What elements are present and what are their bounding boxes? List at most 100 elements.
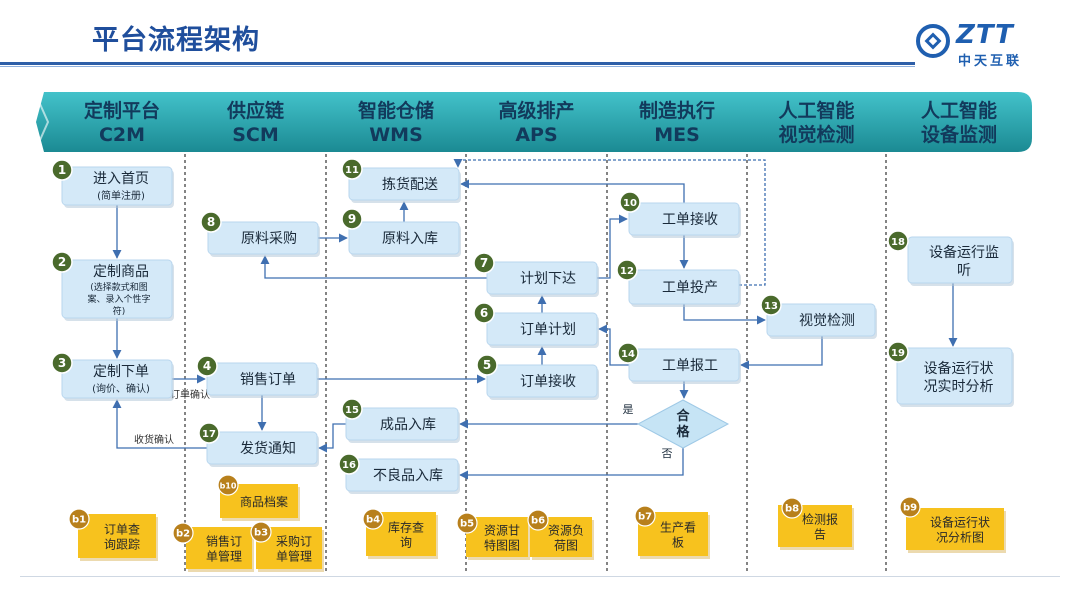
process-step-3[interactable]: 定制下单(询价、确认)3 — [51, 352, 174, 401]
step-label: 原料采购 — [241, 231, 297, 247]
step-box — [206, 362, 318, 396]
lane-subtitle: 视觉检测 — [778, 123, 854, 146]
note-label: 单管理 — [206, 549, 242, 564]
step-number-badge — [619, 191, 641, 213]
note-label: 板 — [672, 536, 684, 550]
note-label: 设备运行状 — [930, 516, 990, 530]
step-number: 15 — [345, 405, 359, 416]
footer-divider — [20, 576, 1060, 577]
edge-13-14 — [740, 336, 823, 370]
decision-label: 格 — [676, 424, 690, 440]
step-label: 计划下达 — [520, 271, 576, 287]
step-label: 发货通知 — [240, 440, 296, 457]
edge-decision-16 — [459, 448, 684, 480]
note-label: 生产看 — [660, 521, 696, 535]
step-label: 设备运行状 — [924, 360, 994, 377]
note-label: 检测报 — [802, 512, 838, 527]
lane-header-band — [36, 92, 1032, 152]
step-number-badge — [51, 352, 73, 374]
step-number: 12 — [620, 266, 634, 277]
step-number: 1 — [58, 163, 66, 177]
step-box — [345, 458, 459, 492]
note-label: 特图图 — [484, 538, 520, 553]
step-label: 工单投产 — [662, 280, 718, 296]
step-label: 工单接收 — [662, 211, 718, 228]
step-number-badge — [887, 230, 909, 252]
step-box — [207, 221, 319, 255]
lane-subtitle: APS — [515, 124, 557, 146]
note-label: 询 — [400, 536, 412, 550]
header-divider-thin — [0, 66, 915, 67]
process-step-12[interactable]: 工单投产 12 — [616, 259, 741, 307]
note-id: b2 — [176, 529, 190, 540]
process-step-1[interactable]: 进入首页(简单注册)1 — [51, 159, 174, 208]
note-id-badge — [68, 508, 90, 530]
step-box — [348, 221, 460, 255]
note-id-badge — [250, 521, 272, 543]
logo-subtext: 中天互联 — [958, 54, 1023, 69]
step-box — [628, 269, 740, 305]
note-label: 资源甘 — [484, 524, 520, 538]
step-label: 原料入库 — [382, 231, 438, 247]
lane-subtitle: WMS — [369, 124, 423, 146]
lane-subtitle: 设备监测 — [921, 123, 997, 146]
step-box — [628, 348, 740, 382]
step-label: 工单报工 — [662, 358, 718, 374]
step-number: 17 — [202, 429, 216, 440]
step-box — [486, 312, 598, 346]
process-step-17[interactable]: 发货通知 17 — [198, 422, 319, 467]
step-box — [206, 431, 318, 465]
note-label: 告 — [814, 528, 826, 542]
edge-12-11-dashed — [453, 158, 766, 286]
step-label: 进入首页 — [93, 171, 149, 187]
note-label: 库存查 — [388, 520, 424, 535]
note-id: b8 — [785, 504, 799, 515]
edge-10-11 — [460, 179, 685, 203]
step-sublabel: 符) — [113, 305, 126, 317]
decision-yes-label: 是 — [623, 403, 634, 416]
step-box — [766, 303, 876, 337]
step-number-badge — [341, 158, 363, 180]
step-box — [61, 359, 173, 399]
step-number-badge — [51, 251, 73, 273]
step-label: 听 — [957, 263, 971, 279]
note-id: b5 — [460, 519, 474, 530]
step-label: 视觉检测 — [799, 313, 855, 329]
step-number: 11 — [345, 165, 359, 176]
edge-14-6 — [598, 324, 629, 366]
decision-label: 合 — [676, 408, 690, 424]
note-label: 商品档案 — [240, 494, 288, 509]
step-label: 不良品入库 — [373, 468, 443, 484]
lane-title: 智能仓储 — [358, 99, 434, 122]
step-box — [486, 364, 598, 398]
lane-title: 高级排产 — [498, 99, 574, 122]
step-number-badge — [887, 341, 909, 363]
